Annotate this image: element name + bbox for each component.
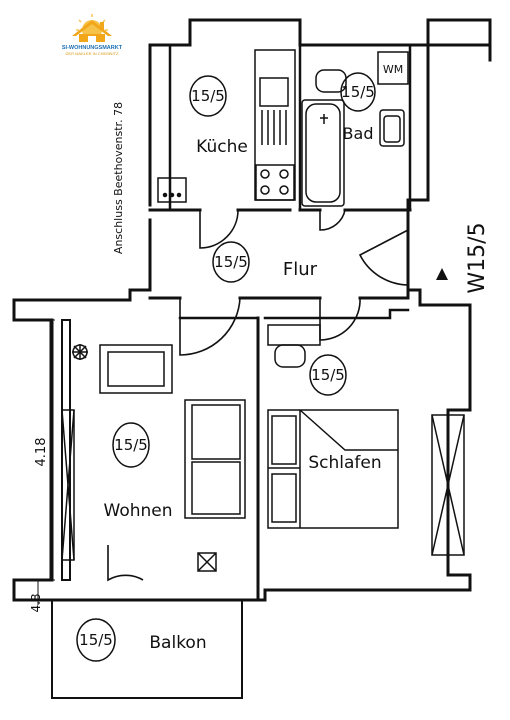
apartment-code: W15/5 [465, 222, 490, 293]
room-name-schlafen: Schlafen [308, 453, 381, 473]
room-code-flur: 15/5 [214, 253, 248, 271]
room-names: Küche Bad Flur Schlafen Wohnen Balkon [104, 124, 382, 653]
room-code-labels: 15/5 15/5 15/5 15/5 15/5 15/5 [79, 83, 375, 649]
room-code-kueche: 15/5 [191, 87, 225, 105]
room-code-circle-schlafen [309, 354, 347, 396]
bathtub-icon [301, 99, 345, 207]
bedroom-washbasin-icon [267, 324, 321, 346]
bedroom-toilet-icon [274, 344, 306, 368]
washing-machine-label: WM [383, 63, 403, 76]
toilet-icon [315, 69, 347, 93]
logo-tagline: DER MAKLER IN CHEMNITZ [66, 51, 119, 56]
room-name-flur: Flur [283, 259, 318, 280]
room-code-balkon: 15/5 [79, 631, 113, 649]
room-code-schlafen: 15/5 [311, 366, 345, 384]
room-name-wohnen: Wohnen [104, 501, 173, 521]
plant-icon [72, 344, 88, 360]
room-code-wohnen: 15/5 [114, 436, 148, 454]
room-code-bad: 15/5 [341, 83, 375, 101]
doors [107, 209, 409, 582]
room-name-balkon: Balkon [149, 633, 206, 653]
room-code-circle-bad [340, 72, 376, 112]
room-codes [76, 72, 376, 662]
balcony [51, 600, 243, 699]
kitchen-fixtures [157, 49, 296, 203]
logo-company-name: SI-WOHNUNGSMARKT [62, 45, 123, 51]
wardrobe-icon [431, 414, 465, 556]
room-name-bad: Bad [343, 124, 374, 143]
room-code-circle-balkon [76, 618, 116, 662]
sink-icon [259, 77, 289, 107]
room-code-circle-kueche [189, 75, 227, 117]
stove-icon [255, 164, 295, 201]
entrance-arrow-icon [436, 268, 448, 280]
dimension-width-label: 4.18 [34, 438, 49, 467]
dimension-depth-label: 4.8 [29, 593, 43, 612]
logo-house-icon [72, 20, 112, 42]
living-fixtures [61, 344, 246, 572]
stove-heater-icon [197, 552, 217, 572]
armchair-icon [99, 344, 173, 394]
sofa-icon [184, 399, 246, 519]
room-code-circle-wohnen [112, 422, 150, 468]
street-connection-note: Anschluss Beethovenstr. 78 [112, 102, 125, 254]
bedroom-fixtures [267, 324, 465, 556]
company-logo: SI-WOHNUNGSMARKT DER MAKLER IN CHEMNITZ [62, 14, 123, 56]
walls [12, 18, 492, 602]
double-bed-icon [267, 409, 399, 529]
room-name-kueche: Küche [196, 137, 248, 157]
room-code-circle-flur [212, 241, 250, 283]
bath-fixtures: WM [301, 51, 409, 207]
washbasin-icon [379, 109, 405, 147]
washing-machine-icon [377, 51, 409, 85]
dimension-lines [37, 319, 55, 605]
